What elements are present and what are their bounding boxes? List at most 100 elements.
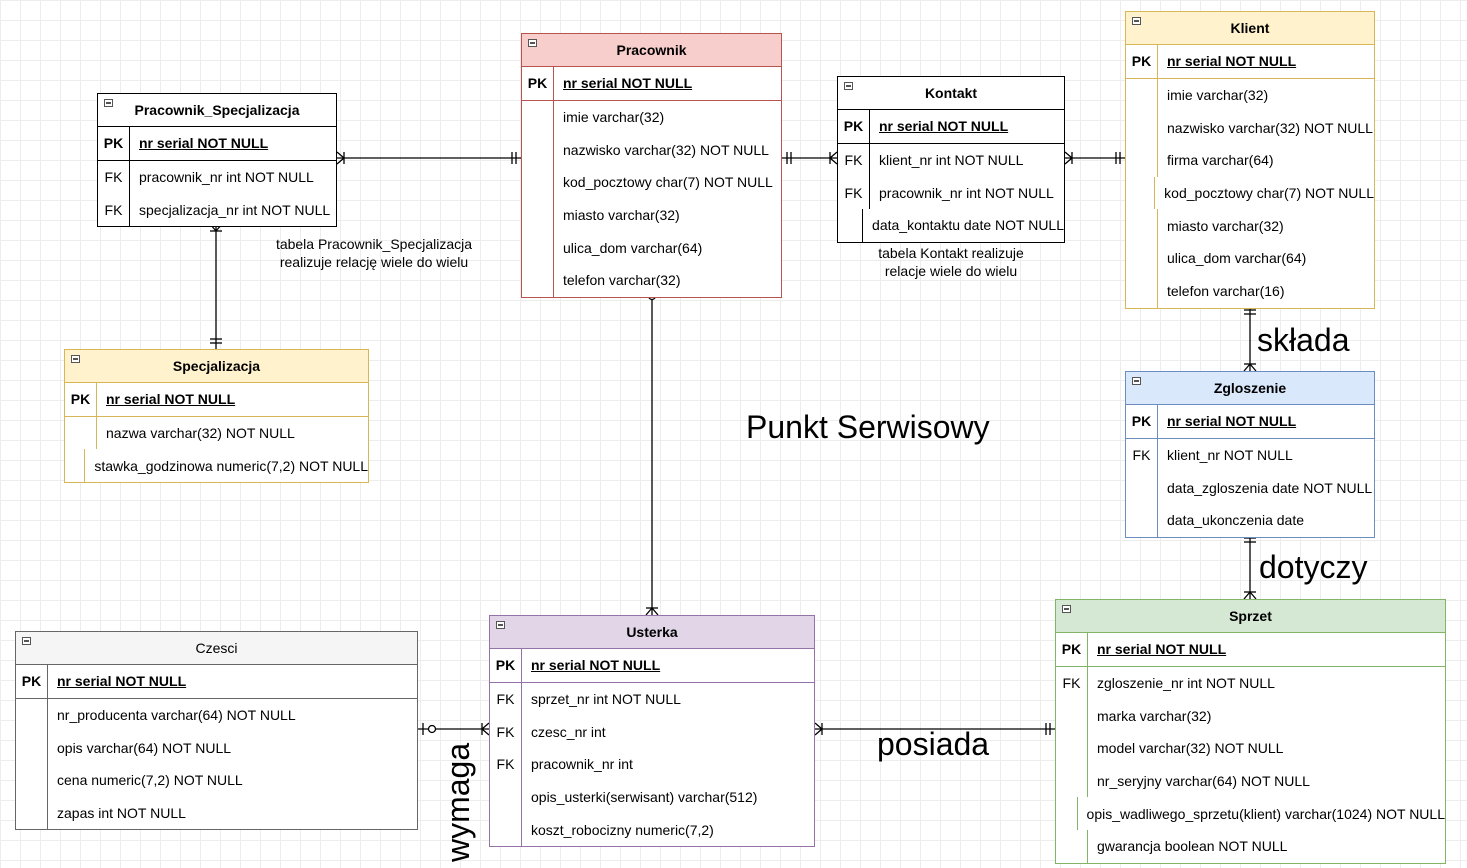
field-cell: nr serial NOT NULL — [879, 118, 1009, 135]
key-cell — [1056, 764, 1088, 798]
field-cell: czesc_nr int — [531, 723, 606, 740]
key-cell: PK — [838, 110, 870, 143]
table-row[interactable]: opis varchar(64) NOT NULL — [16, 731, 417, 765]
table-row[interactable]: nr_seryjny varchar(64) NOT NULL — [1056, 764, 1445, 798]
key-cell — [16, 796, 48, 830]
collapse-icon[interactable] — [1132, 17, 1141, 25]
collapse-icon[interactable] — [1062, 605, 1071, 613]
field-cell: imie varchar(32) — [563, 109, 665, 126]
table-header[interactable]: Pracownik — [522, 34, 781, 67]
table-row[interactable]: koszt_robocizny numeric(7,2) — [490, 813, 814, 847]
collapse-icon[interactable] — [528, 39, 537, 47]
collapse-icon[interactable] — [496, 621, 505, 629]
key-cell: PK — [490, 649, 522, 682]
table-row[interactable]: data_kontaktu date NOT NULL — [838, 209, 1064, 242]
field-cell: miasto varchar(32) — [563, 207, 680, 224]
key-cell: PK — [522, 67, 554, 100]
table-row[interactable]: cena numeric(7,2) NOT NULL — [16, 764, 417, 797]
field-cell: data_zgloszenia date NOT NULL — [1167, 479, 1373, 496]
table-row[interactable]: data_ukonczenia date — [1126, 504, 1374, 537]
table-row[interactable]: ulica_dom varchar(64) — [1126, 242, 1374, 275]
table-row[interactable]: nazwisko varchar(32) NOT NULL — [1126, 111, 1374, 145]
collapse-icon[interactable] — [71, 355, 80, 363]
table-row[interactable]: nazwa varchar(32) NOT NULL — [65, 416, 368, 450]
field-cell: telefon varchar(32) — [563, 272, 681, 289]
field-cell: telefon varchar(16) — [1167, 283, 1285, 300]
table-row[interactable]: firma varchar(64) — [1126, 144, 1374, 177]
table-row[interactable]: stawka_godzinowa numeric(7,2) NOT NULL — [65, 449, 368, 483]
table-row[interactable]: nazwisko varchar(32) NOT NULL — [522, 133, 781, 167]
key-cell: FK — [1056, 666, 1088, 700]
table-row[interactable]: gwarancja boolean NOT NULL — [1056, 830, 1445, 863]
collapse-icon[interactable] — [22, 637, 31, 645]
table-row[interactable]: imie varchar(32) — [1126, 78, 1374, 112]
key-cell: PK — [16, 665, 48, 698]
table-row[interactable]: data_zgloszenia date NOT NULL — [1126, 471, 1374, 505]
table-header[interactable]: Specjalizacja — [65, 350, 368, 383]
field-cell: pracownik_nr int NOT NULL — [139, 169, 314, 186]
note-pracownik-specjalizacja: tabela Pracownik_Specjalizacja realizuje… — [258, 235, 490, 271]
table-name: Specjalizacja — [172, 358, 261, 374]
table-header[interactable]: Czesci — [16, 632, 417, 665]
table-row[interactable]: ulica_dom varchar(64) — [522, 231, 781, 265]
table-header[interactable]: Pracownik_Specjalizacja — [98, 94, 336, 127]
table-header[interactable]: Usterka — [490, 616, 814, 649]
table-row[interactable]: opis_usterki(serwisant) varchar(512) — [490, 780, 814, 814]
table-row[interactable]: miasto varchar(32) — [522, 198, 781, 232]
table-header[interactable]: Klient — [1126, 12, 1374, 45]
table-row[interactable]: zapas int NOT NULL — [16, 796, 417, 830]
field-cell: ulica_dom varchar(64) — [1167, 250, 1307, 267]
field-cell: gwarancja boolean NOT NULL — [1097, 838, 1288, 855]
table-header[interactable]: Zgloszenie — [1126, 372, 1374, 405]
table-row[interactable]: imie varchar(32) — [522, 100, 781, 134]
key-cell: PK — [1126, 405, 1158, 438]
table-row[interactable]: marka varchar(32) — [1056, 699, 1445, 733]
table-row[interactable]: kod_pocztowy char(7) NOT NULL — [1126, 176, 1374, 210]
table-row[interactable]: telefon varchar(32) — [522, 264, 781, 297]
key-cell: PK — [1126, 45, 1158, 78]
key-cell — [1126, 144, 1158, 177]
table-row[interactable]: kod_pocztowy char(7) NOT NULL — [522, 166, 781, 199]
collapse-icon[interactable] — [1132, 377, 1141, 385]
table-row[interactable]: miasto varchar(32) — [1126, 209, 1374, 243]
collapse-icon[interactable] — [104, 99, 113, 107]
table-row[interactable]: PK nr serial NOT NULL — [838, 110, 1064, 144]
table-row[interactable]: model varchar(32) NOT NULL — [1056, 732, 1445, 765]
key-cell — [522, 198, 554, 232]
table-header[interactable]: Sprzet — [1056, 600, 1445, 633]
table-row[interactable]: telefon varchar(16) — [1126, 274, 1374, 308]
table-row[interactable]: opis_wadliwego_sprzetu(klient) varchar(1… — [1056, 797, 1445, 831]
table-row[interactable]: nr_producenta varchar(64) NOT NULL — [16, 698, 417, 732]
note-line: realizuje relację wiele do wielu — [279, 254, 469, 270]
key-cell — [1126, 176, 1156, 210]
table-header[interactable]: Kontakt — [838, 77, 1064, 110]
collapse-icon[interactable] — [844, 82, 853, 90]
note-line: tabela Kontakt realizuje — [878, 245, 1024, 261]
